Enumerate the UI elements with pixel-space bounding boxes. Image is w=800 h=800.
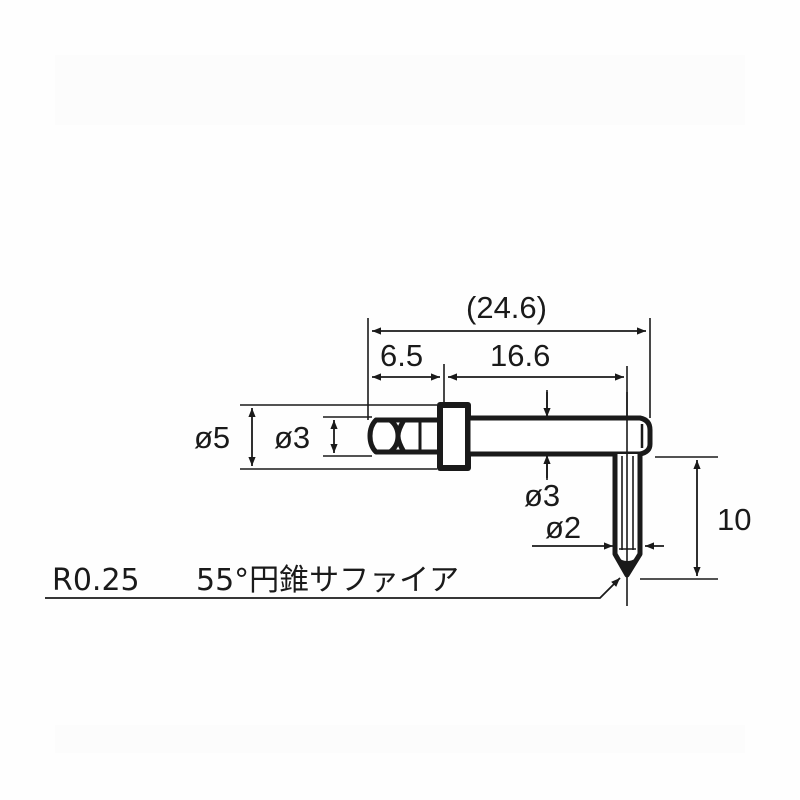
horizontal-shaft [465, 415, 653, 457]
stylus-diameter-label: ø2 [545, 510, 581, 545]
faded-header-band [55, 55, 745, 125]
collar-diameter-label: ø5 [194, 420, 230, 455]
shank-length-label: 6.5 [380, 338, 423, 373]
shank-diameter-label: ø3 [274, 420, 310, 455]
tip-radius-note: R0.25 [52, 563, 140, 598]
tip-material-note: 55°円錐サファイア [196, 563, 459, 598]
stylus-part [367, 402, 653, 578]
dimension-lines [45, 327, 701, 599]
shaft-diameter-label: ø3 [524, 478, 560, 513]
collar [437, 402, 471, 471]
stylus-length-label: 10 [717, 502, 751, 537]
overall-length-label: (24.6) [466, 290, 547, 325]
shaft-length-label: 16.6 [490, 338, 550, 373]
stylus-details [619, 392, 636, 606]
faded-footer-band [55, 725, 745, 753]
shank-tip [367, 417, 401, 455]
